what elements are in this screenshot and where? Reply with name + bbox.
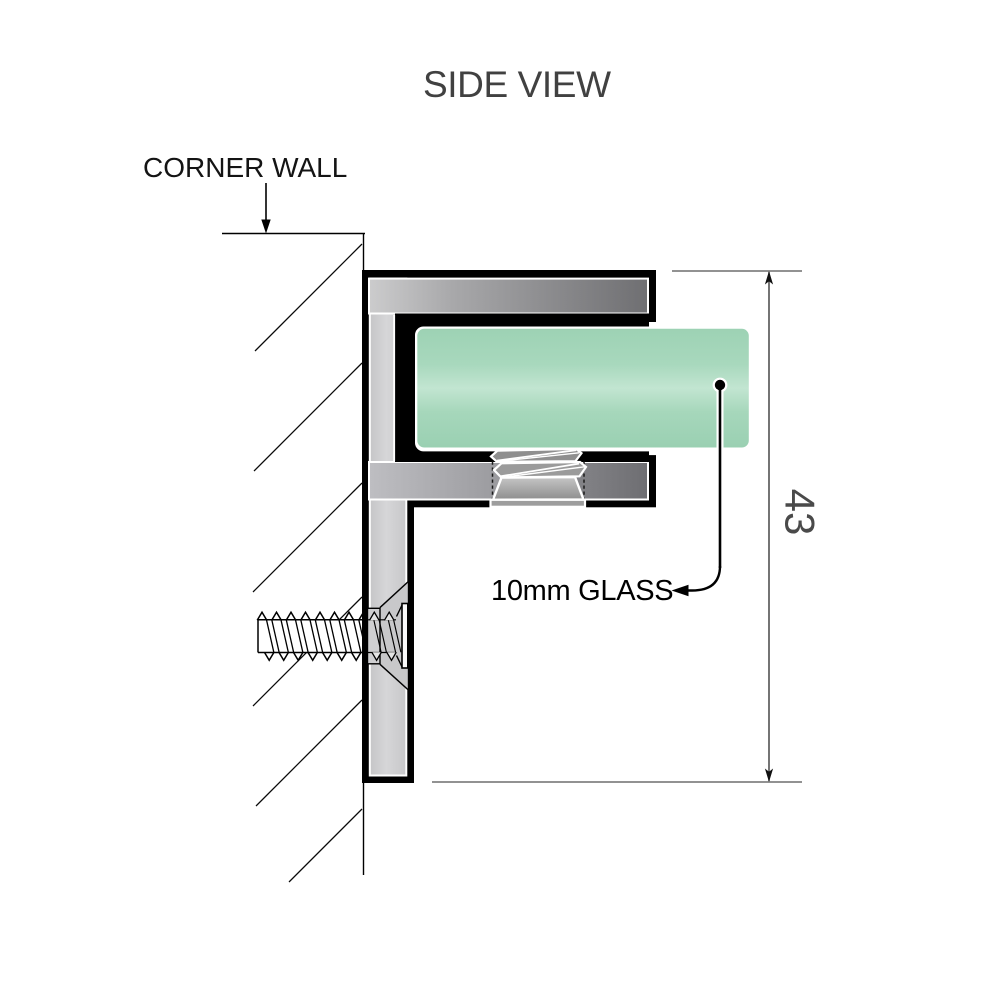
svg-text:10mm GLASS: 10mm GLASS: [491, 575, 673, 607]
svg-text:SIDE VIEW: SIDE VIEW: [423, 64, 611, 105]
svg-text:43: 43: [777, 489, 824, 536]
svg-text:CORNER WALL: CORNER WALL: [143, 152, 347, 183]
